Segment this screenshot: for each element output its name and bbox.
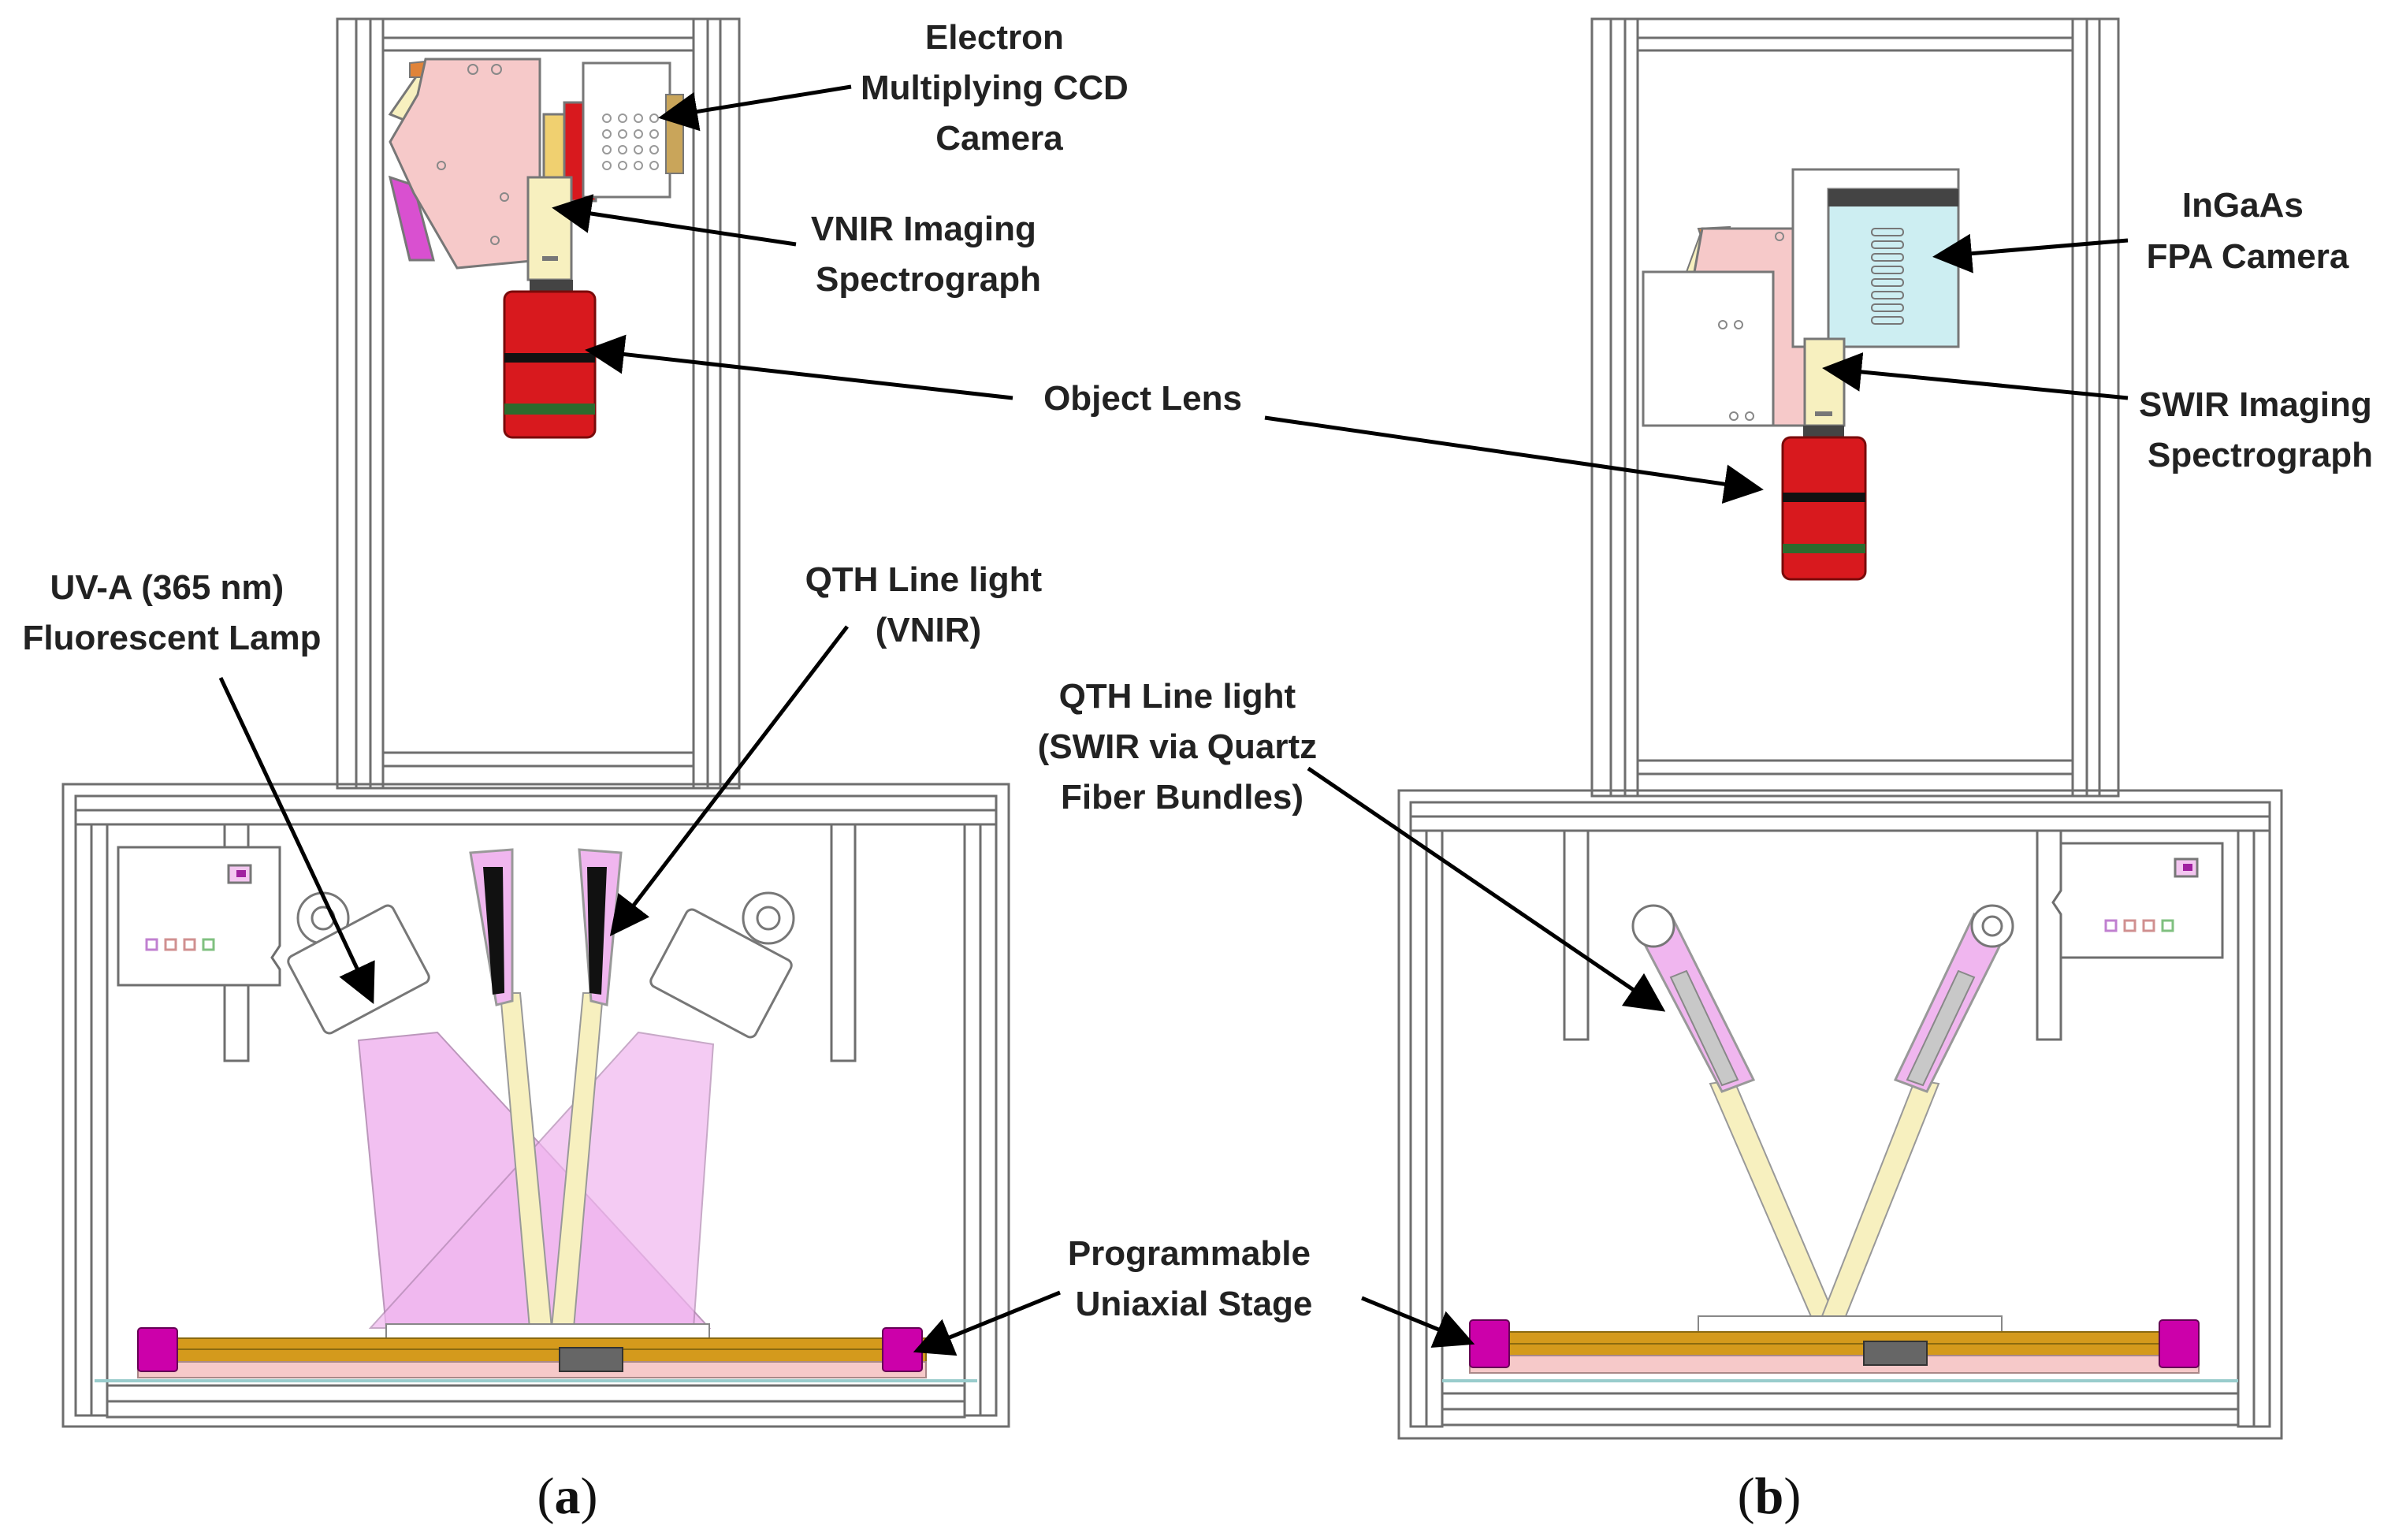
arrow-emccd-camera	[658, 84, 852, 132]
emccd-camera-assembly-a	[388, 58, 684, 281]
label-swir-spectrograph: SWIR Imaging Spectrograph	[2139, 385, 2382, 474]
lower-enclosure-frame-b	[1397, 789, 2283, 1440]
arrow-qth-swir	[1307, 766, 1666, 1012]
arrow-qth-vnir	[609, 625, 849, 936]
panel-a	[61, 17, 1010, 1428]
upper-tower-frame-a	[336, 17, 741, 790]
ingaas-vent-slots	[1871, 228, 1904, 325]
callout-arrows	[218, 84, 2129, 1356]
label-ingaas-camera: InGaAs FPA Camera	[2147, 186, 2349, 276]
label-qth-swir: QTH Line light (SWIR via Quartz Fiber Bu…	[1038, 677, 1327, 816]
label-qth-vnir: QTH Line light (VNIR)	[805, 560, 1052, 649]
label-uv-lamp: UV-A (365 nm) Fluorescent Lamp	[23, 568, 322, 657]
uniaxial-stage-a	[95, 1323, 977, 1382]
upper-tower-frame-b	[1590, 17, 2120, 798]
arrow-ingaas-camera	[1932, 233, 2129, 273]
qth-line-light-left-a	[469, 848, 514, 1006]
uv-light-beams-a	[357, 992, 715, 1329]
captions: (a) (b)	[537, 1467, 1802, 1525]
label-object-lens: Object Lens	[1043, 379, 1242, 418]
panel-b	[1397, 17, 2283, 1440]
label-uniaxial-stage: Programmable Uniaxial Stage	[1068, 1234, 1320, 1323]
qth-line-light-left-b	[1631, 904, 1756, 1093]
arrow-stage-a	[913, 1290, 1061, 1356]
caption-a: (a)	[537, 1467, 598, 1525]
arrow-object-lens-b	[1264, 415, 1764, 504]
arrow-vnir-spectrograph	[552, 194, 797, 247]
labels: Electron Multiplying CCD Camera VNIR Ima…	[23, 18, 2382, 1323]
arrow-object-lens-a	[585, 334, 1013, 400]
object-lens-b	[1781, 426, 1867, 581]
label-vnir-spectrograph: VNIR Imaging Spectrograph	[811, 210, 1046, 299]
lower-enclosure-frame-a	[61, 783, 1010, 1428]
ingaas-camera-assembly-b	[1642, 168, 1960, 427]
uv-lamp-left	[287, 891, 430, 1035]
arrow-swir-spectrograph	[1822, 352, 2129, 400]
arrow-stage-b	[1361, 1296, 1475, 1348]
uniaxial-stage-b	[1442, 1315, 2238, 1382]
object-lens-a	[503, 280, 597, 439]
label-emccd-camera: Electron Multiplying CCD Camera	[861, 18, 1138, 158]
uv-lamp-right	[649, 891, 795, 1039]
qth-light-beams-b	[1709, 1078, 1940, 1321]
qth-line-light-right-b	[1893, 904, 2014, 1093]
camera-vent-grid	[602, 113, 659, 170]
arrow-uv-lamp	[218, 676, 375, 1005]
qth-line-light-right-a	[578, 848, 623, 1006]
caption-b: (b)	[1738, 1467, 1802, 1525]
